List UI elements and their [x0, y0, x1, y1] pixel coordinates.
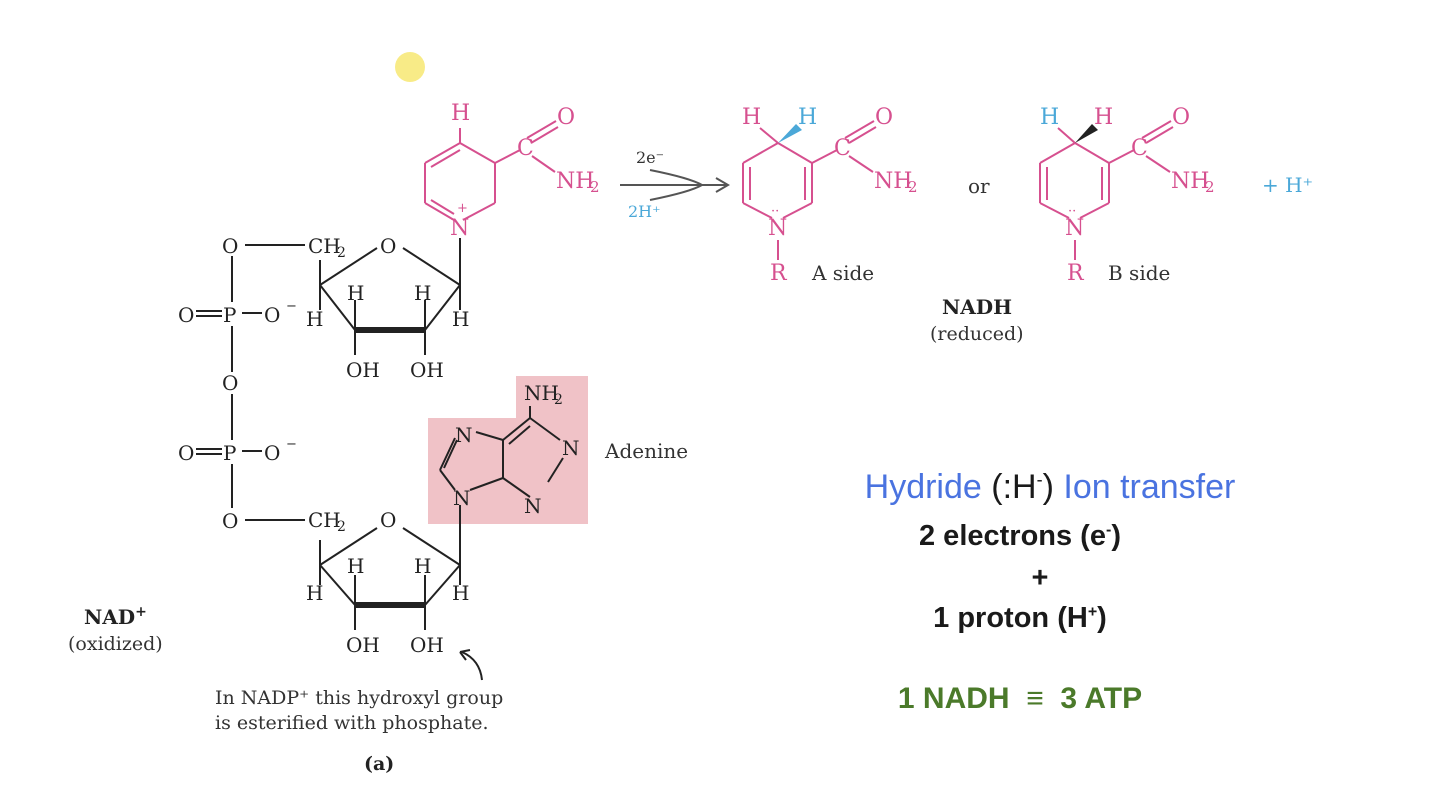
pointer-highlight	[395, 52, 425, 82]
atom-nh2-b: NH	[1171, 169, 1209, 194]
atom-c-carbonyl: C	[517, 136, 534, 161]
atom-o-a: O	[875, 105, 893, 130]
atom-n3: N	[524, 494, 542, 518]
atom-h-b2: H	[1094, 105, 1113, 130]
atom-n-plus: N	[450, 216, 469, 241]
nad-subtitle: (oxidized)	[68, 633, 163, 655]
atom-h-r6: H	[414, 554, 431, 578]
atom-h-r2: H	[414, 281, 431, 305]
reaction-arrow	[620, 169, 730, 201]
atom-h-r1: H	[347, 281, 364, 305]
b-side-label: B side	[1108, 261, 1170, 285]
nicotinamide-ring-a-side	[742, 120, 877, 260]
nadh-title: NADH	[942, 295, 1012, 319]
atom-nh2-a: NH	[874, 169, 912, 194]
ribose-lower	[319, 527, 461, 630]
atom-plus: +	[457, 201, 468, 216]
plus-sign: +	[1031, 562, 1049, 594]
arrow-label-protons: 2H⁺	[628, 202, 661, 221]
adenine-highlight	[428, 376, 588, 524]
proton-line: 1 proton (H+)	[933, 602, 1107, 634]
atom-n7: N	[455, 423, 473, 447]
atom-nh2-b-sub: 2	[1205, 178, 1215, 196]
atom-o-p2-left: O	[178, 441, 194, 465]
atom-o-p1-right: O	[264, 303, 280, 327]
atom-o-p2-right: O	[264, 441, 280, 465]
atom-o-ring1: O	[380, 234, 396, 258]
atom-ch2-1: CH	[308, 234, 341, 258]
atom-h-r5: H	[347, 554, 364, 578]
atom-h-a1: H	[742, 105, 761, 130]
atom-nh2-adenine: NH	[524, 381, 559, 405]
arrow-label-electrons: 2e⁻	[636, 148, 664, 167]
wedge-bond-b	[1075, 124, 1098, 143]
atom-n-b: N	[1065, 216, 1084, 241]
a-side-label: A side	[811, 261, 874, 285]
atom-nh2-a-sub: 2	[908, 178, 918, 196]
atom-oh-3: OH	[346, 633, 380, 657]
proton-product: + H⁺	[1262, 173, 1313, 197]
atom-h-r3: H	[306, 307, 323, 331]
atom-o-ring2: O	[380, 508, 396, 532]
atom-o-p2-charge: −	[286, 437, 297, 452]
atom-c-a: C	[834, 136, 851, 161]
atom-n-a-lonepair: ··	[771, 204, 779, 219]
footnote-line2: is esterified with phosphate.	[215, 712, 489, 734]
adenine-ring	[439, 406, 564, 540]
atom-n1: N	[562, 436, 580, 460]
atom-o-carbonyl: O	[557, 105, 575, 130]
atom-n9: N	[453, 486, 471, 510]
atom-n-a: N	[768, 216, 787, 241]
atom-h-r4: H	[452, 307, 469, 331]
atom-h-r8: H	[452, 581, 469, 605]
atp-equivalence: 1 NADH ≡ 3 ATP	[897, 682, 1143, 715]
or-label: or	[968, 174, 990, 198]
atom-h-top: H	[451, 101, 470, 126]
nadh-subtitle: (reduced)	[930, 323, 1024, 345]
atom-ch2-1-sub: 2	[337, 245, 346, 261]
footnote-line1: In NADP⁺ this hydroxyl group	[215, 687, 503, 709]
atom-p2: P	[223, 441, 236, 465]
atom-ch2-2-sub: 2	[337, 519, 346, 535]
panel-label: (a)	[364, 753, 394, 775]
phosphate-backbone	[196, 244, 305, 521]
atom-nh2: NH	[556, 169, 594, 194]
atom-h-a2: H	[798, 105, 817, 130]
wedge-bond-a	[778, 124, 802, 143]
atom-o-p2-bottom: O	[222, 509, 238, 533]
adenine-label: Adenine	[604, 439, 688, 463]
atom-o-p1-charge: −	[286, 299, 297, 314]
atom-nh2-sub: 2	[590, 178, 600, 196]
atom-oh-4: OH	[410, 633, 444, 657]
ribose-upper	[319, 238, 461, 355]
electrons-line: 2 electrons (e-)	[919, 520, 1121, 552]
atom-c-b: C	[1131, 136, 1148, 161]
atom-nh2-adenine-sub: 2	[554, 392, 563, 408]
atom-h-r7: H	[306, 581, 323, 605]
atom-o-p1-top: O	[222, 234, 238, 258]
atom-r-a: R	[770, 261, 788, 286]
atom-n-b-lonepair: ··	[1068, 204, 1076, 219]
atom-oh-1: OH	[346, 358, 380, 382]
hydride-title: Hydride (:H-) Ion transfer	[864, 468, 1236, 506]
nicotinamide-ring-oxidized	[424, 120, 559, 221]
nad-title: NAD+	[84, 604, 147, 629]
atom-h-b1: H	[1040, 105, 1059, 130]
atom-r-b: R	[1067, 261, 1085, 286]
hydroxyl-pointer-arrow	[461, 651, 483, 681]
atom-p1: P	[223, 303, 236, 327]
nicotinamide-ring-b-side	[1039, 120, 1174, 260]
atom-o-bridge: O	[222, 371, 238, 395]
atom-ch2-2: CH	[308, 508, 341, 532]
atom-o-b: O	[1172, 105, 1190, 130]
atom-oh-2: OH	[410, 358, 444, 382]
atom-o-p1-left: O	[178, 303, 194, 327]
